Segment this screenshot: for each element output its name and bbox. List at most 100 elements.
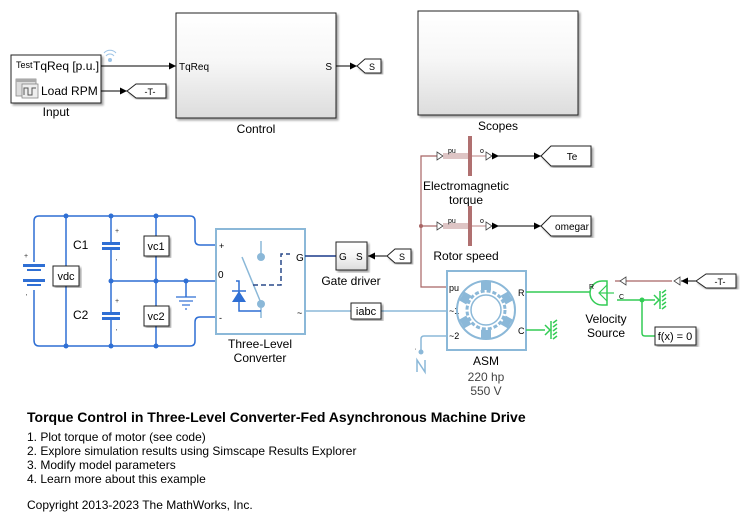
neutral-wire [420, 335, 447, 350]
svg-text:vc2: vc2 [147, 311, 164, 323]
mech-ref-icon-vs[interactable] [653, 289, 667, 310]
svg-text:': ' [26, 294, 27, 301]
input-block[interactable]: Test TqReq [p.u.] Load RPM [10, 54, 102, 104]
goto-t-tag[interactable]: -T- [126, 83, 167, 99]
svg-text:+: + [115, 298, 119, 305]
solver-config-block[interactable]: f(x) = 0 [654, 326, 697, 346]
iabc-sensor[interactable]: iabc [350, 302, 382, 320]
gate-driver-label: Gate driver [321, 274, 380, 288]
svg-text:G: G [296, 253, 304, 264]
asm-rating-hp: 220 hp [468, 370, 505, 384]
converter-label-2: Converter [234, 351, 287, 365]
goto-te-tag[interactable]: Te [540, 145, 592, 167]
input-port-tqreq: TqReq [p.u.] [33, 59, 99, 73]
sl-ps-converter [673, 276, 681, 286]
dc-junctions [63, 213, 189, 349]
rotor-speed-block[interactable]: pu o [436, 206, 493, 246]
em-torque-block[interactable]: pu o [436, 136, 493, 176]
svg-text:C: C [518, 326, 525, 336]
svg-text:S: S [369, 62, 375, 72]
goto-s-tag[interactable]: S [356, 58, 382, 74]
asm-rating-v: 550 V [470, 384, 501, 398]
asm-label: ASM [473, 354, 499, 368]
vdc-sensor[interactable]: vdc [52, 265, 80, 287]
svg-text:o: o [480, 148, 484, 155]
vc1-sensor[interactable]: vc1 [143, 235, 170, 257]
svg-text:-T-: -T- [715, 277, 726, 287]
switch-icon [232, 241, 290, 318]
from-t-tag[interactable]: -T- [695, 273, 737, 289]
dc-bus-wiring [33, 215, 236, 347]
model-title: Torque Control in Three-Level Converter-… [27, 409, 526, 425]
svg-text:vc1: vc1 [147, 241, 164, 253]
control-port-s: S [325, 62, 332, 73]
from-s-tag[interactable]: S [386, 248, 412, 264]
ps-junction [419, 224, 423, 228]
converter-label-1: Three-Level [228, 337, 292, 351]
vc2-sensor[interactable]: vc2 [143, 305, 170, 327]
scopes-label: Scopes [478, 119, 518, 133]
velocity-source-label-1: Velocity [585, 312, 626, 326]
ground-icon[interactable] [176, 296, 196, 310]
svg-text:f(x) = 0: f(x) = 0 [658, 331, 693, 343]
svg-text:G: G [339, 252, 347, 263]
capacitor-c1[interactable]: + ' [102, 228, 120, 266]
neutral-tick: ' [415, 349, 416, 355]
control-port-tqreq: TqReq [179, 62, 209, 73]
link-plot-torque[interactable]: 1. Plot torque of motor (see code) [27, 430, 206, 444]
link-learn-more[interactable]: 4. Learn more about this example [27, 472, 206, 486]
control-subsystem[interactable]: TqReq S [175, 12, 337, 119]
input-badge: Test [16, 60, 33, 70]
c2-label: C2 [73, 308, 89, 322]
battery-icon[interactable]: + ' [23, 253, 45, 301]
svg-text:C: C [619, 294, 624, 301]
em-torque-label-1: Electromagnetic [423, 179, 509, 193]
wireless-icon [103, 49, 117, 62]
svg-text:+: + [115, 228, 119, 235]
rotor-speed-label: Rotor speed [433, 249, 498, 263]
c1-label: C1 [73, 238, 89, 252]
svg-text:S: S [399, 252, 405, 262]
svg-text:omegar: omegar [555, 222, 590, 233]
input-label: Input [43, 105, 70, 119]
control-label: Control [237, 122, 276, 136]
svg-text:pu: pu [449, 283, 459, 293]
svg-text:~2: ~2 [449, 331, 459, 341]
svg-text:pu: pu [448, 148, 456, 155]
svg-text:iabc: iabc [356, 306, 377, 318]
svg-text:o: o [480, 218, 484, 225]
svg-text:vdc: vdc [57, 271, 75, 283]
gate-driver-block[interactable]: G S [335, 241, 368, 271]
svg-text:S: S [356, 252, 363, 263]
svg-text:': ' [116, 329, 117, 336]
asm-block[interactable]: pu ~1 ~2 R C [446, 270, 527, 351]
ps-wire-torque [420, 155, 447, 288]
solver-wire [641, 300, 655, 337]
neutral-junction [418, 349, 424, 355]
ps-port-velocity [619, 276, 627, 286]
svg-text:Te: Te [567, 152, 578, 163]
svg-text:R: R [589, 284, 594, 291]
link-modify-parameters[interactable]: 3. Modify model parameters [27, 458, 176, 472]
velocity-source[interactable]: R C [589, 280, 624, 306]
svg-text:+: + [24, 253, 28, 260]
svg-text:': ' [116, 259, 117, 266]
svg-text:R: R [518, 288, 525, 298]
svg-text:~: ~ [297, 308, 302, 318]
goto-omegar-tag[interactable]: omegar [540, 215, 592, 237]
svg-text:+: + [219, 241, 224, 251]
motor-stator-icon [456, 280, 516, 340]
mech-ref-icon-asm[interactable] [544, 319, 558, 340]
svg-text:pu: pu [448, 218, 456, 225]
svg-text:-: - [219, 313, 222, 323]
capacitor-c2[interactable]: + ' [102, 298, 120, 336]
three-level-converter[interactable]: + 0 - G ~ [215, 228, 306, 335]
svg-text:0: 0 [218, 270, 224, 281]
em-torque-label-2: torque [449, 193, 483, 207]
svg-text:~1: ~1 [449, 306, 459, 316]
scopes-subsystem[interactable] [417, 10, 579, 116]
neutral-icon[interactable] [416, 357, 426, 375]
link-explore-results[interactable]: 2. Explore simulation results using Sims… [27, 444, 357, 458]
velocity-source-label-2: Source [587, 326, 625, 340]
